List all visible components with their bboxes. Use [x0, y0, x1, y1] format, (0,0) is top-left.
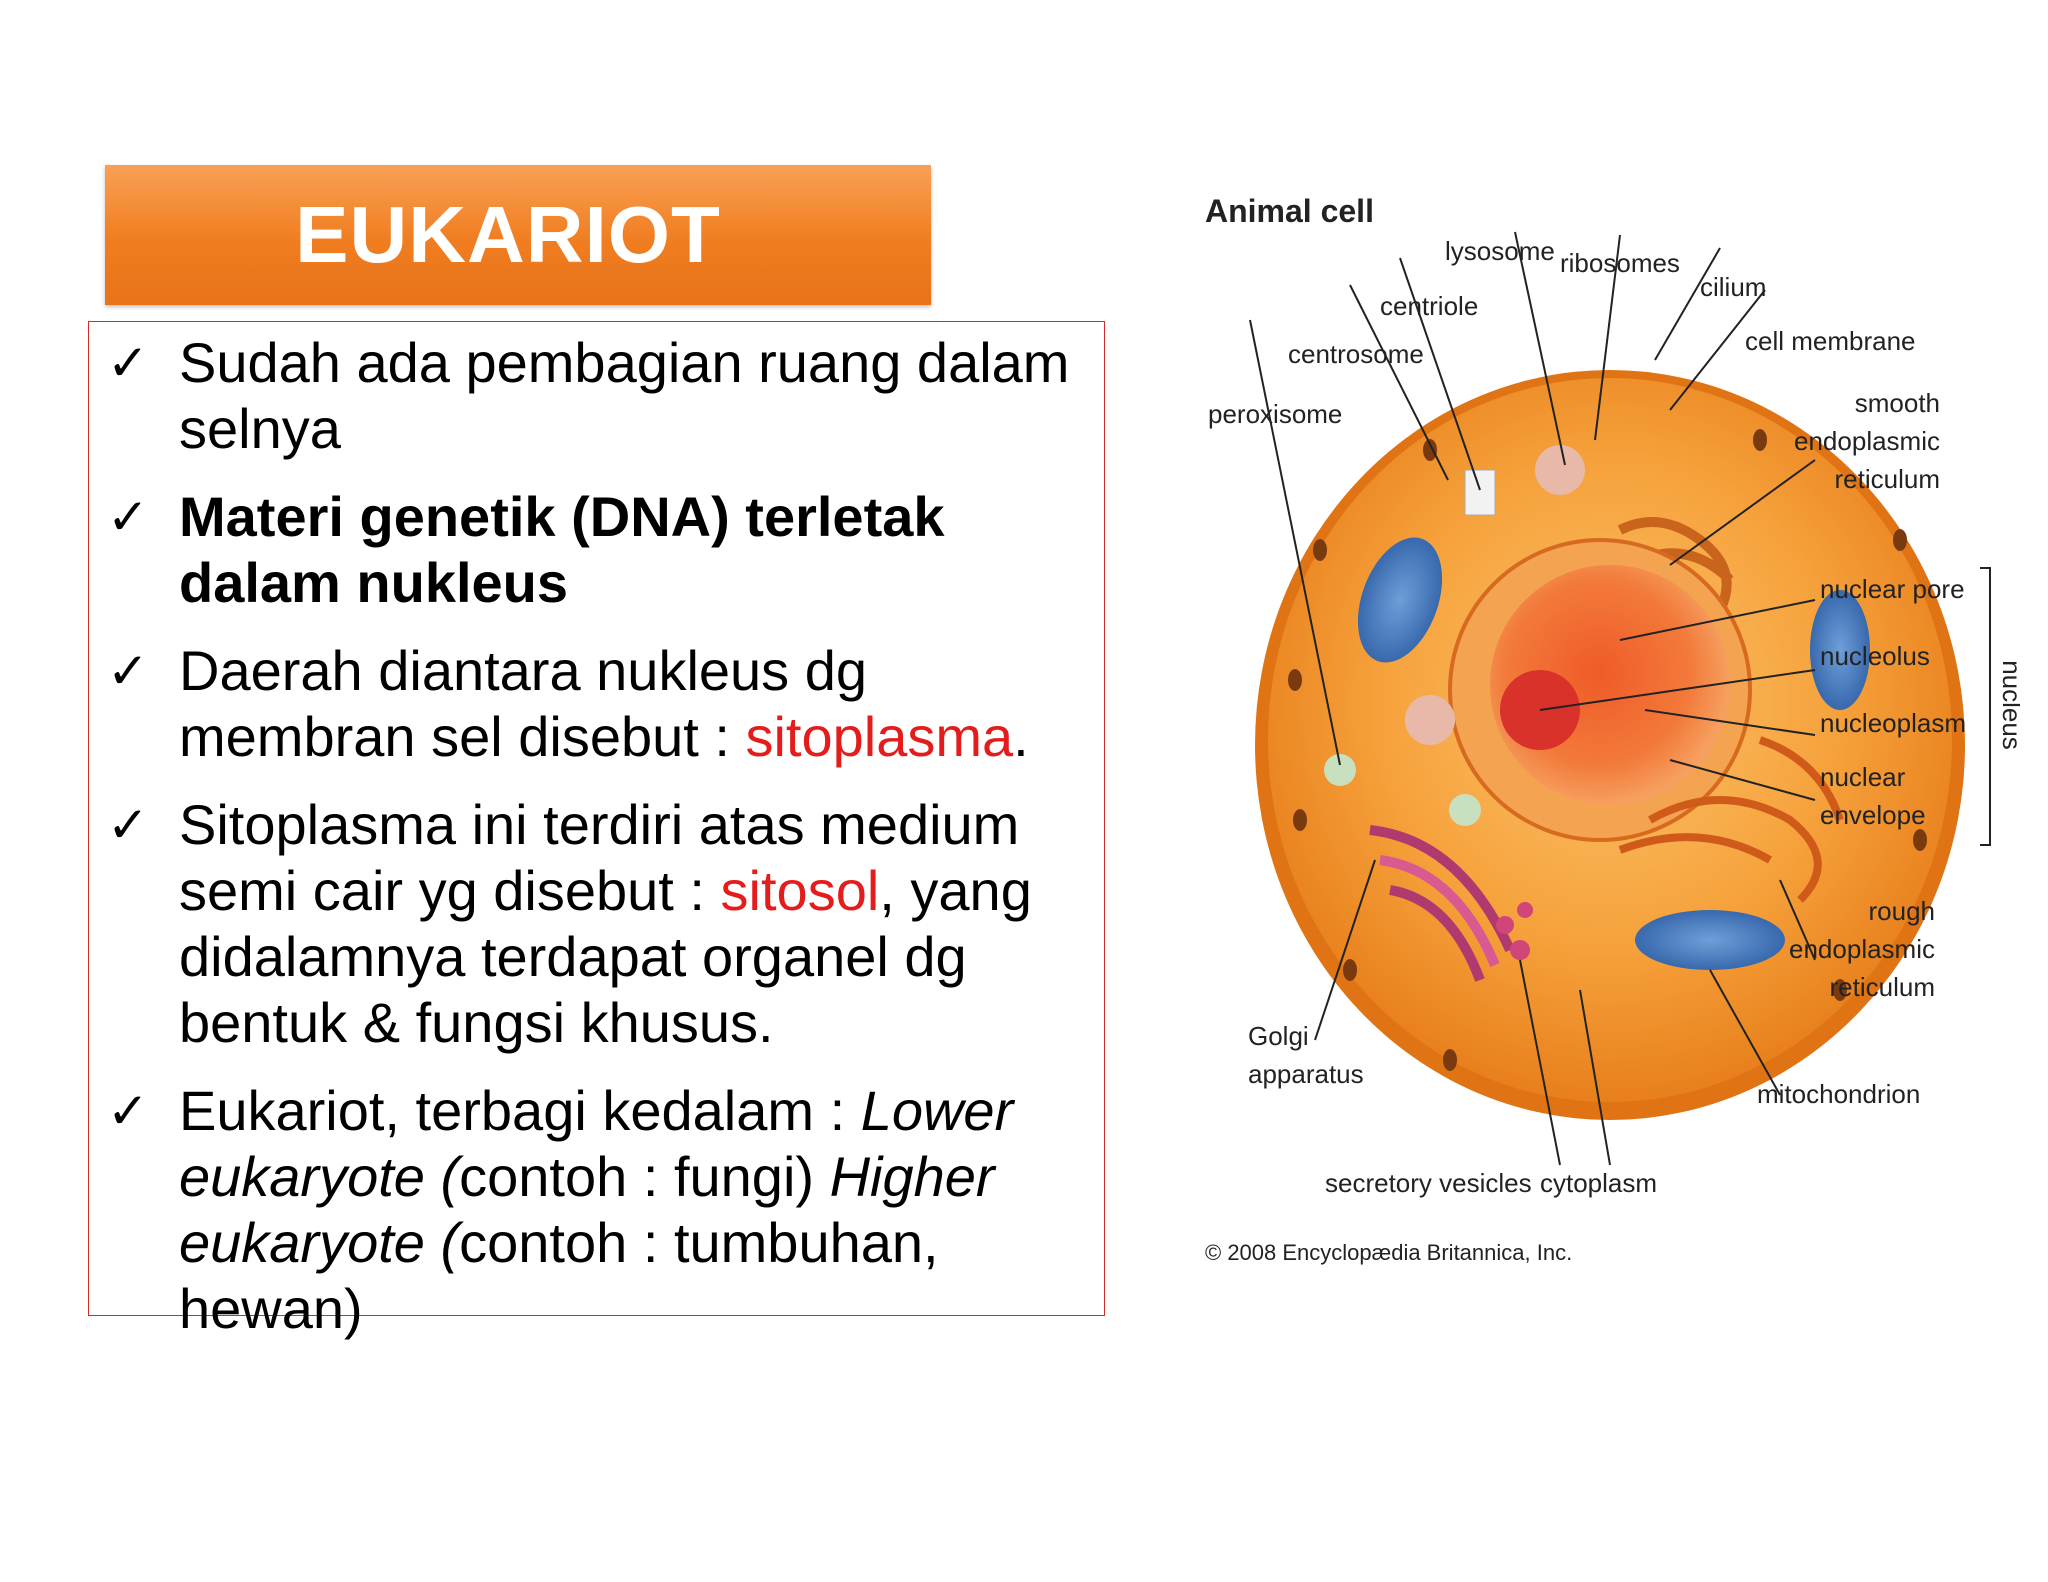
label-peroxisome: peroxisome: [1208, 399, 1342, 429]
label-centrosome: centrosome: [1288, 339, 1424, 369]
membrane-dots: [1288, 429, 1927, 1071]
label-rough-er: reticulum: [1830, 972, 1935, 1002]
label-nucleus: nucleus: [1997, 660, 2020, 750]
peroxisome-shape: [1324, 754, 1356, 786]
label-golgi: Golgi: [1248, 1021, 1309, 1051]
bullet-text: contoh : tumbuhan, hewan): [179, 1211, 939, 1340]
bullet-box: ✓ Sudah ada pembagian ruang dalam selnya…: [88, 321, 1105, 1340]
animal-cell-diagram: Animal cell: [1200, 180, 2027, 1280]
checkmark-icon: ✓: [107, 796, 149, 854]
label-nucleolus: nucleolus: [1820, 641, 1930, 671]
label-cytoplasm: cytoplasm: [1540, 1168, 1657, 1198]
label-nuclear-envelope: nuclear: [1820, 762, 1906, 792]
highlight-term: sitoplasma: [745, 705, 1014, 768]
peroxisome-shape: [1449, 794, 1481, 826]
italic-term: Higher eukaryote (: [179, 1145, 995, 1274]
lysosome-shape: [1535, 445, 1585, 495]
label-rough-er: endoplasmic: [1789, 934, 1935, 964]
centriole-shape: [1464, 469, 1496, 516]
bullet-item: ✓ Sudah ada pembagian ruang dalam selnya: [89, 330, 1104, 462]
diagram-labels: lysosome ribosomes cilium centriole cent…: [1205, 236, 2027, 1265]
mitochondrion-shape: [1635, 910, 1785, 970]
bullet-text: Materi genetik (DNA) terletak dalam nukl…: [179, 485, 945, 614]
slide-title: EUKARIOT: [295, 190, 721, 279]
bullet-text: .: [1013, 705, 1029, 768]
bullet-text: Daerah diantara nukleus dg membran sel d…: [179, 639, 868, 768]
leader-lines: [1249, 231, 1816, 1166]
label-smooth-er: reticulum: [1835, 464, 1940, 494]
label-mitochondrion: mitochondrion: [1757, 1079, 1920, 1109]
label-golgi: apparatus: [1248, 1059, 1364, 1089]
bullet-text: contoh : fungi): [459, 1145, 830, 1208]
checkmark-icon: ✓: [107, 334, 149, 392]
label-nuclear-pore: nuclear pore: [1820, 574, 1965, 604]
bullet-text: Eukariot, terbagi kedalam :: [179, 1079, 861, 1142]
diagram-title: Animal cell: [1205, 193, 1374, 229]
bullet-text: , yang didalamnya terdapat organel dg be…: [179, 859, 1032, 1054]
label-nucleoplasm: nucleoplasm: [1820, 708, 1966, 738]
bullet-item: ✓ Sitoplasma ini terdiri atas medium sem…: [89, 792, 1104, 1056]
label-smooth-er: endoplasmic: [1794, 426, 1940, 456]
label-lysosome: lysosome: [1445, 236, 1555, 266]
bullet-item: ✓ Materi genetik (DNA) terletak dalam nu…: [89, 484, 1104, 616]
label-cell-membrane: cell membrane: [1745, 326, 1916, 356]
label-smooth-er: smooth: [1855, 388, 1940, 418]
label-centriole: centriole: [1380, 291, 1478, 321]
mitochondrion-shape: [1810, 590, 1870, 710]
bullet-item: ✓ Daerah diantara nukleus dg membran sel…: [89, 638, 1104, 770]
secretory-vesicles-shape: [1496, 902, 1533, 960]
checkmark-icon: ✓: [107, 1082, 149, 1140]
italic-term: Lower eukaryote (: [179, 1079, 1014, 1208]
bullet-text: Sudah ada pembagian ruang dalam selnya: [179, 331, 1070, 460]
copyright-text: © 2008 Encyclopædia Britannica, Inc.: [1205, 1240, 1572, 1265]
highlight-term: sitosol: [720, 859, 880, 922]
checkmark-icon: ✓: [107, 488, 149, 546]
bullet-text: Sitoplasma ini terdiri atas medium semi …: [179, 793, 1020, 922]
label-nuclear-envelope: envelope: [1820, 800, 1926, 830]
bullet-item: ✓ Eukariot, terbagi kedalam : Lower euka…: [89, 1078, 1104, 1342]
label-ribosomes: ribosomes: [1560, 248, 1680, 278]
lysosome-shape: [1405, 695, 1455, 745]
label-cilium: cilium: [1700, 272, 1766, 302]
label-rough-er: rough: [1869, 896, 1936, 926]
mitochondrion-shape: [1357, 537, 1443, 663]
title-banner: EUKARIOT: [105, 165, 931, 305]
checkmark-icon: ✓: [107, 642, 149, 700]
rough-er-shape: [1618, 736, 1844, 903]
label-secretory-vesicles: secretory vesicles: [1325, 1168, 1532, 1198]
bullet-list: ✓ Sudah ada pembagian ruang dalam selnya…: [89, 330, 1104, 1364]
nucleus-bracket: [1980, 567, 1991, 846]
